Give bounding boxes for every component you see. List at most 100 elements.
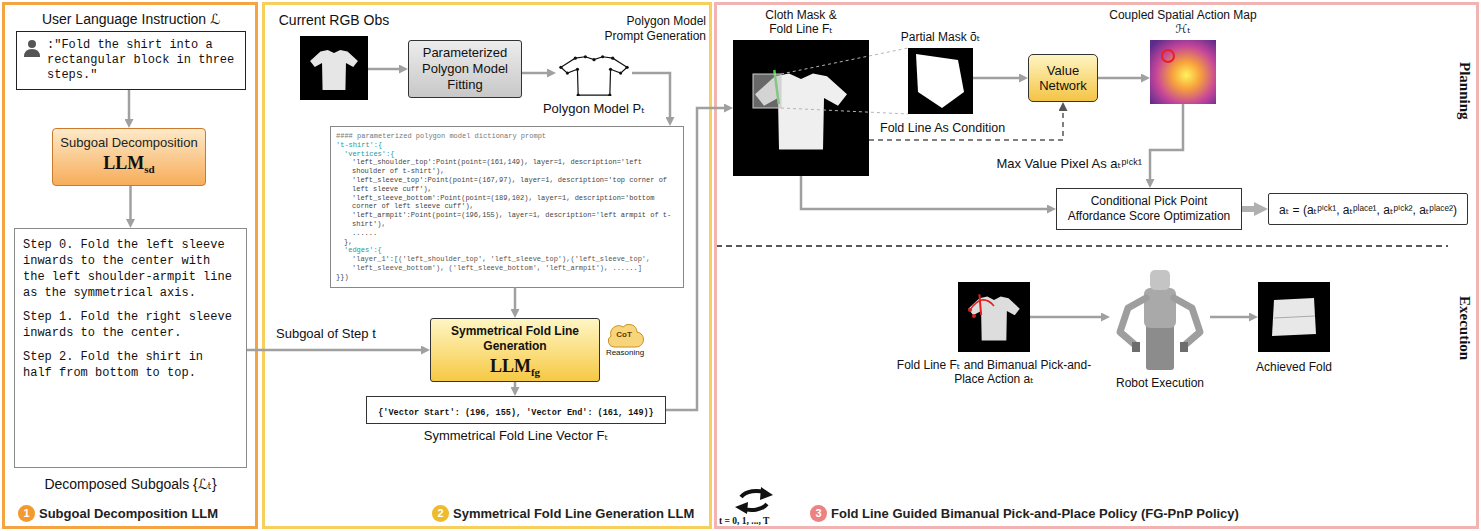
instruction-text: :"Fold the shirt into a rectangular bloc… [47,38,239,83]
box-title: Symmetrical Fold Line Generation [435,324,595,354]
section-label: Planning [1456,62,1473,120]
stage-panel: User Language Instruction ℒ:"Fold the sh… [2,2,258,529]
llm-box: Subgoal DecompositionLLMsd [52,128,206,186]
partial-mask-shape [916,54,964,108]
box-title: Subgoal Decomposition [57,135,201,151]
box-title: Value Network [1029,63,1097,93]
connector [801,176,1047,209]
prompt-code-line: 'edges':{ [336,246,678,255]
fold-crease [1274,316,1315,318]
action-map-image: Coupled Spatial Action Map ℋₜ [1150,40,1216,104]
pick-point [972,314,976,318]
illustration [300,36,368,100]
box-title: Conditional Pick Point Affordance Score … [1063,194,1235,224]
box-caption: Symmetrical Fold Line Vector Fₜ [424,428,608,443]
robot-arm [1120,298,1146,344]
image-heading: Partial Mask õₜ [901,30,981,44]
stage-panel: Current RGB ObsParameterized Polygon Mod… [262,2,712,529]
execution-image: Fold Line Fₜ and Bimanual Pick-and-Place… [958,282,1030,352]
prompt-code-line: 'layer_1':[('left_shoulder_top', 'left_s… [336,255,678,273]
prompt-code-line: 'left_sleeve_top':Point(point=(167,97), … [336,176,678,194]
loop-label: t = 0, 1, ..., T [719,516,769,527]
subgoal-step: Step 0. Fold the left sleeve inwards to … [23,237,238,301]
output-box: {'Vector Start': (196, 155), 'Vector End… [366,396,666,424]
shirt-shape [310,50,358,90]
polygon-vertex [584,55,587,58]
illustration [1258,282,1330,352]
prompt-code-line: ...... [336,229,678,238]
icon-text: CoT [609,330,639,339]
shirt-shape [968,297,1020,341]
image-caption: Fold Line Fₜ and Bimanual Pick-and-Place… [889,358,1099,386]
connector [522,72,547,75]
caption-text: Decomposed Subgoals {ℒₜ} [14,476,247,492]
connector [869,111,1063,140]
cycle-head [760,487,773,500]
llm-box: Symmetrical Fold Line GenerationLLMfg [430,318,600,382]
llm-name: LLM [103,151,144,175]
robot-figure: Robot Execution [1110,262,1210,372]
illustration [1110,262,1210,372]
stage-title: Symmetrical Fold Line Generation LLM [453,505,694,522]
robot-base [1146,324,1174,370]
connector [973,77,1019,80]
box-title: Parameterized Polygon Model Fitting [415,45,515,93]
polygon-vertex [559,66,562,69]
prompt-code-line: }, [336,238,678,247]
robot-gripper [1132,342,1140,352]
llm-subscript: sd [144,163,154,175]
action-formula: aₜ = (aₜᵖⁱᶜᵏ¹, aₜᵖˡᵃᶜᵉ¹, aₜᵖⁱᶜᵏ², aₜᵖˡᵃᶜ… [1279,203,1457,218]
prompt-code-line: 'vertices':{ [336,150,678,159]
stage-title: Subgoal Decomposition LLM [39,505,218,522]
network-box: Value Network [1028,54,1098,102]
separator-line [716,245,1448,247]
cycle-icon [735,487,773,514]
connector [368,68,399,71]
illustration [1150,40,1216,104]
cot-cloud-icon [608,324,643,347]
polygon-vertex [619,71,622,74]
stage-number: 1 [18,505,35,522]
polygon-vertex [611,57,614,60]
process-box: Parameterized Polygon Model Fitting [408,40,522,98]
connector [1030,316,1101,319]
connector-label: Subgoal of Step t [274,326,378,341]
action-output-box: aₜ = (aₜᵖⁱᶜᵏ¹, aₜᵖˡᵃᶜᵉ¹, aₜᵖⁱᶜᵏ², aₜᵖˡᵃᶜ… [1268,193,1468,225]
folded-shirt [1272,298,1316,336]
stage-number: 2 [432,505,449,522]
polygon-vertex [609,68,612,71]
connector [1098,77,1141,80]
stage-number: 3 [810,505,827,522]
fold-line [979,294,981,315]
max-value-marker [1162,50,1174,62]
polygon-vertex [576,68,579,71]
robot-head [1150,270,1170,290]
connector [247,349,421,352]
image-caption: Robot Execution [1116,376,1204,390]
polygon-vertex [626,66,629,69]
robot-torso [1144,288,1176,328]
cycle-head [735,502,748,514]
connector-label: Max Value Pixel As aₜᵖⁱᶜᵏ¹ [956,156,1144,172]
instruction-box: User Language Instruction ℒ:"Fold the sh… [16,31,246,90]
illustration [958,282,1030,352]
prompt-code-line: }}) [336,273,678,282]
connector [514,382,517,387]
pick-place-arc [970,300,994,310]
illustration [908,48,973,114]
observation-image: Current RGB Obs [300,36,368,100]
user-icon-head [28,40,36,48]
robot-arm [1174,298,1200,344]
prompt-box: #### parameterized polygon model diction… [330,126,684,288]
connector [129,186,132,219]
image-heading: Current RGB Obs [279,12,389,28]
result-image: Achieved Fold [1258,282,1330,352]
polygon-vertex [566,71,569,74]
subgoal-step: Step 1. Fold the right sleeve inwards to… [23,309,238,341]
connector-label: Polygon Model Prompt Generation [596,14,708,44]
llm-subscript: fg [531,366,540,378]
optimization-box: Conditional Pick Point Affordance Score … [1056,188,1242,230]
polygon-vertex [608,94,611,96]
image-heading: Cloth Mask & Fold Line Fₜ [758,8,844,36]
